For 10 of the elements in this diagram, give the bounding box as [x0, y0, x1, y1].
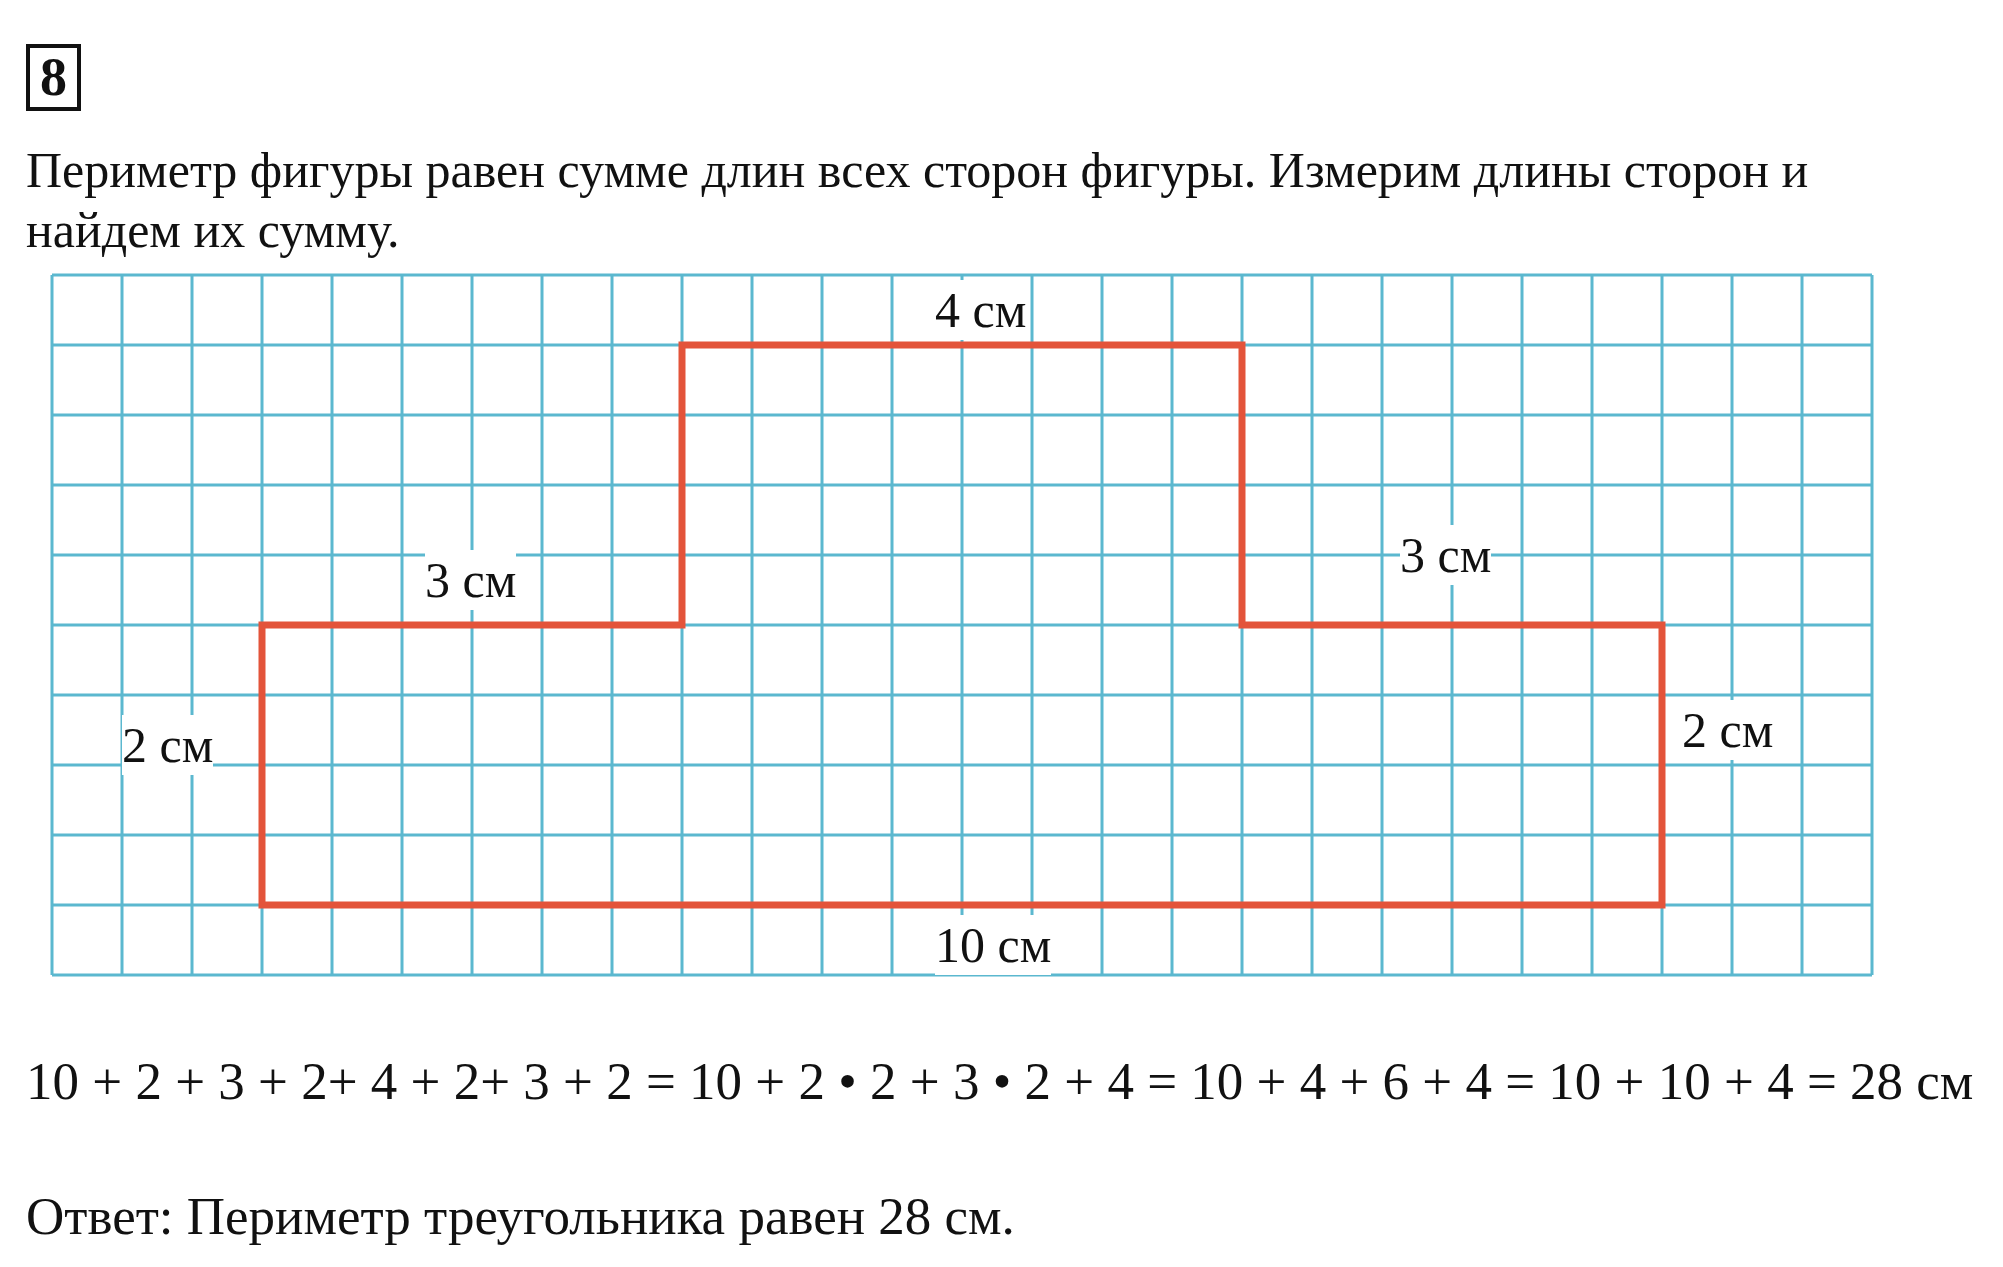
dimension-label: 2 см [1682, 700, 1774, 760]
dimension-label: 2 см [122, 715, 214, 775]
calculation: 10 + 2 + 3 + 2+ 4 + 2+ 3 + 2 = 10 + 2 • 2 + 3 • 2 + 4 = 10 + 4 + 6 + 4 = 10 + 10 + 4 = 28 см [26, 1051, 1975, 1112]
task-number: 8 [26, 44, 81, 112]
task-statement: Периметр фигуры равен сумме длин всех сторон фигуры. Измерим длины сторон и найдем их сумму. [26, 141, 1810, 260]
answer-text: Ответ: Периметр треугольника равен 28 см. [26, 1186, 1015, 1247]
dimension-label: 3 см [1400, 525, 1492, 585]
dimension-label: 4 см [935, 280, 1027, 340]
dimension-label: 3 см [425, 550, 517, 610]
dimension-label: 10 см [935, 915, 1052, 975]
